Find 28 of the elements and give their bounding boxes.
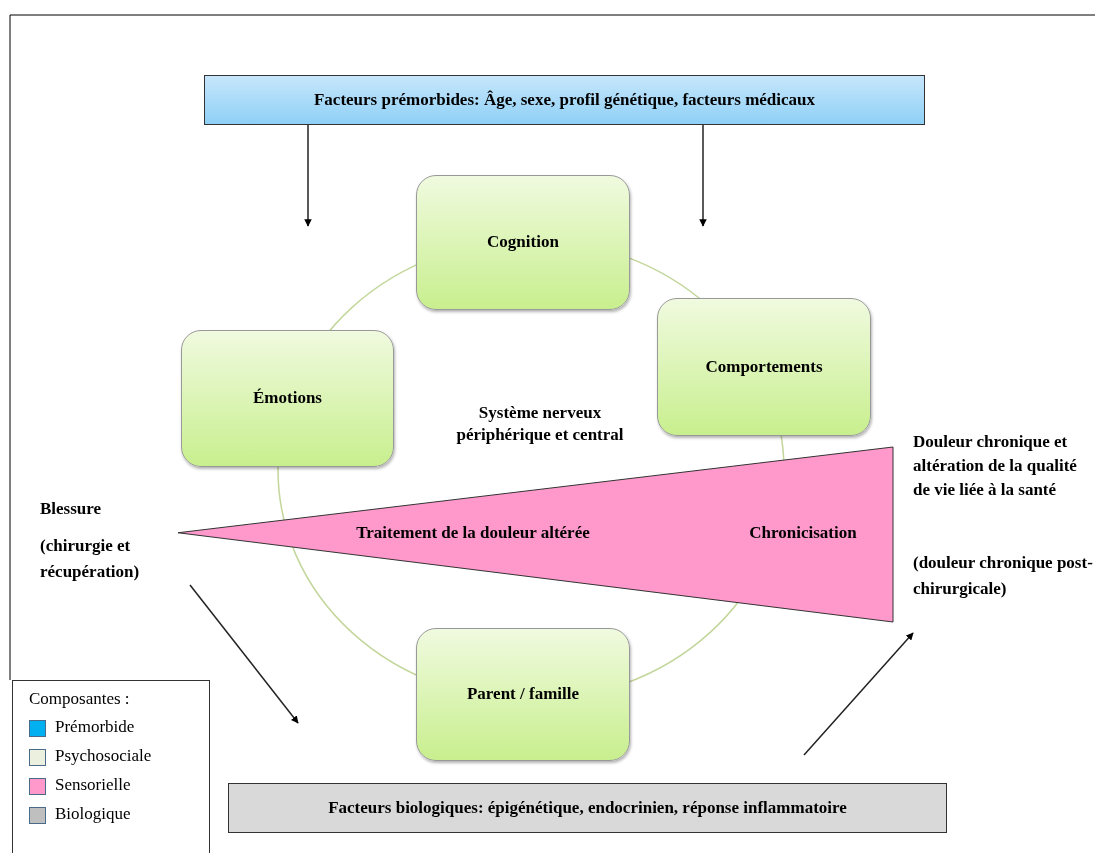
legend-label: Sensorielle [55, 775, 131, 795]
box-label: Facteurs biologiques: épigénétique, endocrinien, réponse inflammatoire [328, 796, 847, 819]
arrow [189, 584, 299, 724]
arrow [304, 124, 312, 227]
factor-banner [228, 783, 947, 833]
box-label: Cognition [487, 231, 559, 254]
box-label: Parent / famille [466, 683, 579, 706]
factor-banner [204, 75, 925, 125]
rounded-box [416, 175, 630, 310]
annotation-text: Blessure [40, 498, 103, 520]
rounded-box [181, 330, 394, 467]
legend-label: Prémorbide [55, 717, 135, 737]
wedge-label: Traitement de la douleur altérée [355, 522, 591, 544]
arrow [699, 124, 707, 227]
wedge-label: Chronicisation [748, 522, 858, 544]
annotation-text: Douleur chronique et altération de la qualité de vie liée à la santé [913, 431, 1078, 501]
legend-label: Psychosociale [55, 746, 152, 766]
annotation-text: (chirurgie et récupération) [40, 535, 141, 583]
box-label: Facteurs prémorbides: Âge, sexe, profil génétique, facteurs médicaux [313, 88, 816, 111]
arrow [803, 632, 914, 756]
legend-label: Biologique [55, 804, 131, 824]
annotation-text: (douleur chronique post-chirurgicale) [913, 552, 1094, 600]
box-label: Comportements [705, 355, 823, 378]
rounded-box [416, 628, 630, 761]
rounded-box [657, 298, 871, 436]
legend-title: Composantes : [29, 689, 130, 709]
circle-label: Système nerveux périphérique et central [455, 402, 625, 447]
box-label: Émotions [253, 387, 322, 410]
